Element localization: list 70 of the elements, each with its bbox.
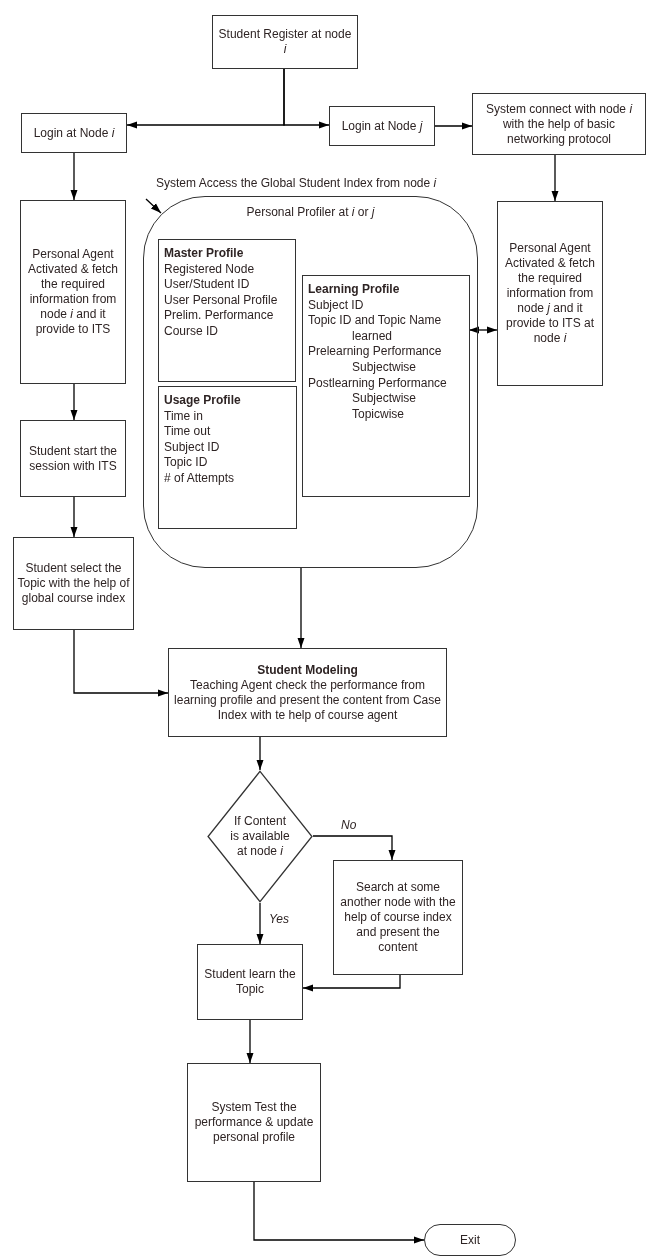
list-item: Subject ID — [164, 439, 221, 456]
arrow — [145, 198, 162, 214]
list-item: Prelim. Performance — [164, 308, 275, 324]
process-box — [197, 944, 303, 1020]
arrow — [283, 68, 330, 129]
list-item: Topicwise — [351, 406, 406, 423]
list-item: Topic ID — [164, 455, 209, 471]
arrow — [434, 122, 473, 130]
list-item: Course ID — [164, 323, 220, 340]
terminator — [424, 1224, 516, 1256]
arrow — [70, 496, 78, 538]
box-text: Login at Node i — [33, 125, 115, 141]
box-text: System Test the performance & update personal profile — [193, 1100, 315, 1145]
arrow — [551, 154, 559, 202]
list-item: Subjectwise — [351, 391, 418, 407]
process-box — [212, 15, 358, 69]
note-text: System Access the Global Student Index from node i — [155, 176, 438, 191]
list-item: User/Student ID — [164, 277, 251, 293]
box-text: Personal Agent Activated & fetch the required information from node j and it provide to ITS at node i — [503, 241, 596, 346]
arrow — [297, 567, 305, 649]
box-text: Search at some another node with the help of course index and present the content — [339, 880, 457, 955]
list-item: Time out — [164, 424, 212, 440]
arrow — [73, 629, 169, 697]
box-text: Student Register at node i — [217, 27, 353, 57]
decision-diamond — [207, 770, 313, 903]
arrow — [246, 1019, 254, 1064]
box-text: Student select the Topic with the help of global course index — [17, 561, 130, 606]
list-item: Time in — [164, 408, 204, 425]
heading: Master Profile — [164, 246, 245, 262]
list-item: User Personal Profile — [164, 292, 279, 309]
arrow — [70, 383, 78, 421]
heading: Student Modeling — [257, 662, 358, 678]
process-box — [329, 106, 435, 146]
arrow — [253, 1181, 425, 1244]
heading: Learning Profile — [308, 282, 401, 298]
box-text: If Content is available at node i — [229, 814, 291, 859]
list-item: Registered Node — [164, 261, 256, 278]
process-box — [187, 1063, 321, 1182]
list-item: Postlearning Performance — [308, 375, 448, 392]
process-box — [497, 201, 603, 386]
arrow — [468, 326, 498, 334]
profile-panel — [158, 386, 297, 529]
box-text: System connect with node i with the help of basic networking protocol — [484, 101, 634, 147]
list-item: Subject ID — [308, 297, 365, 314]
process-box — [20, 200, 126, 384]
box-text: Exit — [460, 1232, 480, 1248]
list-item: Topic ID and Topic Name learned — [308, 313, 443, 345]
process-box — [472, 93, 646, 155]
profile-panel — [158, 239, 296, 382]
profile-panel — [302, 275, 470, 497]
arrow — [256, 902, 264, 945]
box-text: Login at Node j — [341, 118, 423, 134]
arrow — [312, 835, 396, 861]
list-item: # of Attempts — [164, 470, 236, 487]
process-box — [168, 648, 447, 737]
list-item: Subjectwise — [351, 359, 418, 376]
process-box — [21, 113, 127, 153]
profiler-panel — [143, 196, 478, 568]
arrow — [70, 152, 78, 201]
heading: Usage Profile — [164, 393, 242, 409]
box-text: Student learn the Topic — [203, 967, 297, 997]
list-item: Prelearning Performance — [308, 344, 443, 360]
box-text: Teaching Agent check the performance from learning profile and present the content from Case Index with te help of course agent — [173, 677, 442, 723]
process-box — [20, 420, 126, 497]
arrow — [256, 736, 264, 771]
arrow — [302, 974, 401, 992]
process-box — [13, 537, 134, 630]
box-text: Personal Agent Activated & fetch the required information from node i and it provide to ITS — [26, 247, 119, 337]
box-text: Student start the session with ITS — [27, 443, 119, 474]
process-box — [333, 860, 463, 975]
